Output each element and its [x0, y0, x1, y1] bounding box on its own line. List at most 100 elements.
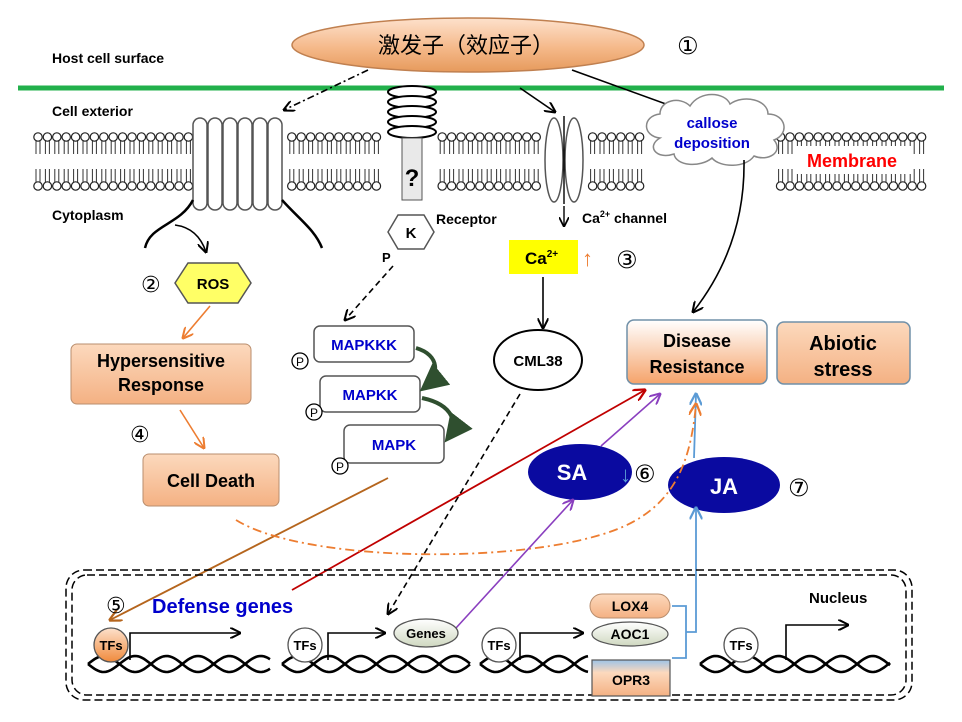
sa-to-disease-arrow — [600, 394, 660, 447]
mapkk-label: MAPKK — [343, 387, 398, 404]
cell-exterior-label: Cell exterior — [52, 103, 133, 119]
mapk-phospho: P — [336, 460, 344, 474]
cml38-label: CML38 — [513, 353, 562, 370]
disease-resistance-box — [626, 319, 768, 385]
ja-genes-to-ja-arrow — [672, 508, 696, 659]
opr3-box — [591, 659, 671, 697]
cml38-ellipse — [493, 329, 583, 391]
lox4-box — [589, 593, 671, 619]
abiotic-stress-box — [776, 321, 911, 385]
mapk-phospho-circle — [331, 457, 349, 475]
tfs4-promoter-arrow — [785, 625, 848, 660]
host-cell-surface-label: Host cell surface — [52, 50, 164, 66]
elicitor-to-ca-channel-arrow — [519, 87, 555, 112]
cell-death-box — [142, 453, 280, 507]
hypersensitive-response-box — [70, 343, 252, 405]
aoc1-label: AOC1 — [611, 626, 650, 642]
opr3-label: OPR3 — [612, 672, 650, 688]
hr-line2: Response — [118, 375, 204, 395]
tfs4-label: TFs — [729, 638, 752, 653]
ja-to-disease-arrow — [694, 394, 696, 459]
tfs4-circle — [723, 627, 759, 663]
mapk-label: MAPK — [372, 437, 416, 454]
calcium-box — [509, 240, 578, 274]
number-6: ⑥ — [634, 460, 656, 488]
ca-channel — [544, 116, 584, 204]
number-3: ③ — [616, 246, 638, 274]
ros-hexagon — [174, 262, 252, 304]
ca-channel-label: Ca2+ channel — [582, 209, 667, 226]
tfs1-promoter-arrow — [129, 633, 240, 660]
mapkkk-label: MAPKKK — [331, 337, 397, 354]
abiotic-line2: stress — [814, 359, 873, 381]
receptor-question-mark: ? — [405, 165, 420, 192]
elicitor-label: 激发子（效应子） — [378, 34, 554, 59]
hr-to-cell-death-arrow — [179, 409, 204, 448]
sa-label: SA — [557, 460, 588, 485]
callose-line2: deposition — [674, 135, 750, 152]
tfs3-promoter-arrow — [519, 633, 583, 660]
number-5: ⑤ — [106, 594, 126, 619]
elicitor-to-ros-channel-arrow — [284, 69, 369, 110]
sa-ellipse — [528, 444, 632, 500]
genes-to-sa-arrow — [455, 500, 573, 629]
membrane-label: Membrane — [807, 151, 897, 171]
ros-to-hr-arrow — [183, 305, 211, 338]
lox4-label: LOX4 — [612, 598, 649, 614]
defense-genes-to-disease-arrow — [291, 390, 645, 591]
hr-line1: Hypersensitive — [97, 351, 225, 371]
membrane-bilayer — [33, 132, 927, 191]
ros-label: ROS — [197, 276, 230, 293]
mapkkk-phospho: P — [296, 355, 304, 369]
elicitor-ellipse — [291, 17, 645, 73]
callose-to-disease-arrow — [693, 159, 745, 312]
mapkk-to-mapk-arrow — [421, 396, 473, 443]
protein-to-ros-arrow — [174, 224, 206, 252]
cell-death-label: Cell Death — [167, 471, 255, 491]
mapk-cascade: MAPKKK P MAPKK P MAPK P — [291, 325, 473, 475]
nucleus-label: Nucleus — [809, 590, 867, 607]
tfs2-circle — [287, 627, 323, 663]
receptor-label: Receptor — [436, 211, 497, 227]
dna-strands — [87, 654, 891, 674]
receptor-kinase-label: K — [406, 225, 417, 242]
disease-line2: Resistance — [649, 357, 744, 377]
mapkkk-phospho-circle — [291, 352, 309, 370]
abiotic-line1: Abiotic — [809, 333, 877, 355]
callose-line1: callose — [687, 115, 738, 132]
cml38-to-genes-arrow — [388, 393, 521, 614]
sa-down-arrow: ↓ — [620, 462, 631, 487]
receptor-phospho-label: P — [382, 250, 391, 265]
mapkkk-to-mapkk-arrow — [415, 346, 451, 392]
defense-genes-label: Defense genes — [152, 596, 293, 618]
mapkk-phospho-circle — [305, 403, 323, 421]
genes-ellipse — [393, 618, 459, 648]
mapk-to-tfs-arrow — [110, 477, 389, 620]
nucleus-inner-border — [71, 574, 907, 696]
tfs3-circle — [481, 627, 517, 663]
ja-label: JA — [710, 474, 738, 499]
aoc1-ellipse — [591, 621, 669, 647]
receptor-to-mapkkk-arrow — [345, 265, 394, 320]
tfs1-label: TFs — [99, 638, 122, 653]
tfs3-label: TFs — [487, 638, 510, 653]
tfs2-label: TFs — [293, 638, 316, 653]
mapkk-box — [319, 375, 421, 413]
tfs2-promoter-arrow — [327, 633, 385, 660]
number-2: ② — [141, 273, 161, 298]
mapk-box — [343, 424, 445, 464]
mapkk-phospho: P — [310, 406, 318, 420]
disease-line1: Disease — [663, 331, 731, 351]
cell-death-to-disease-arrow — [235, 404, 696, 556]
number-1: ① — [677, 32, 699, 60]
number-7: ⑦ — [788, 474, 810, 502]
cytoplasm-label: Cytoplasm — [52, 207, 124, 223]
callose-cloud — [645, 93, 785, 166]
membrane-label-bg — [795, 146, 911, 174]
ros-transmembrane-protein — [143, 117, 324, 249]
calcium-label: Ca2+ — [525, 249, 558, 268]
number-4: ④ — [130, 423, 150, 448]
genes-label: Genes — [406, 626, 446, 641]
